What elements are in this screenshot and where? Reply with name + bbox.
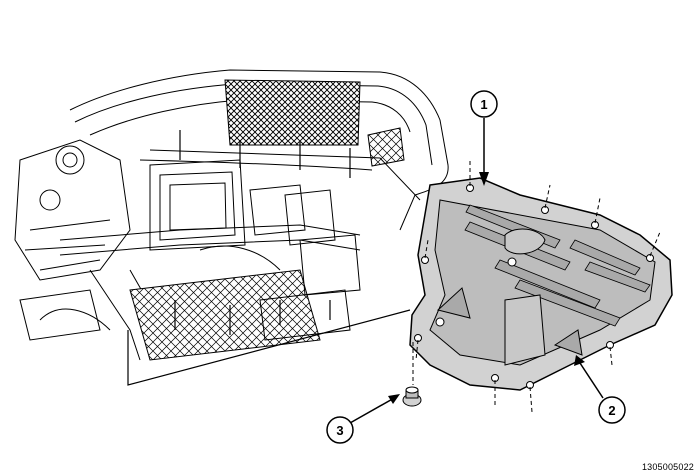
vehicle-front-end <box>14 69 449 361</box>
callout-3-label: 3 <box>336 423 343 438</box>
figure-id: 1305005022 <box>641 462 694 472</box>
skid-plate <box>409 158 673 413</box>
callout-2: 2 <box>574 355 626 424</box>
detail-boundary-line <box>127 309 411 386</box>
callout-1: 1 <box>470 90 498 186</box>
callout-1-label: 1 <box>480 97 487 112</box>
fastener-bolt <box>402 342 422 407</box>
callout-2-label: 2 <box>608 403 615 418</box>
callout-3: 3 <box>326 394 400 444</box>
